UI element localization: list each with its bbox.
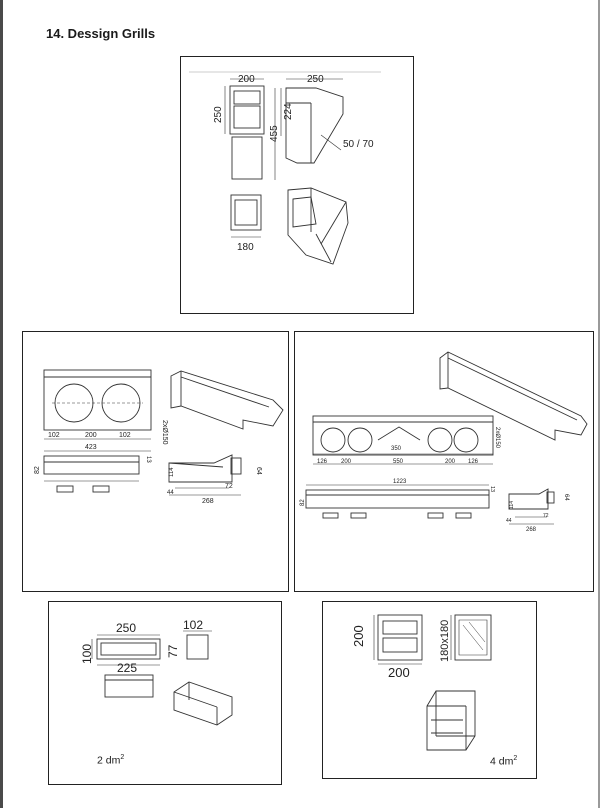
panel-top-drawings: 200 250 250 224 455 50 / 70 180 — [180, 56, 414, 314]
dim-label: 72 — [543, 513, 549, 519]
dim-label: 44 — [506, 518, 512, 524]
section-title: 14. Dessign Grills — [46, 26, 156, 41]
dim-label: 102 — [48, 432, 60, 439]
dim-label: 250 — [116, 621, 136, 635]
dim-label: 13 — [489, 486, 495, 492]
dim-label: 455 — [269, 125, 280, 142]
dim-label: 100 — [80, 644, 94, 664]
dim-label: 64 — [563, 494, 569, 501]
bottom-right-drawing-svg — [373, 614, 492, 751]
dim-label: 550 — [393, 459, 404, 465]
dim-label: 200 — [445, 459, 456, 465]
dim-label: 13 — [145, 456, 151, 463]
dim-label: 50 / 70 — [343, 139, 374, 150]
dim-label: 250 — [213, 106, 224, 123]
dim-label: 2xØ150 — [494, 427, 500, 449]
dim-label: 1223 — [393, 479, 407, 485]
dim-label: 200 — [388, 665, 410, 680]
dim-label: 102 — [119, 432, 131, 439]
area-caption: 4 dm2 — [490, 755, 517, 768]
dim-label: 200 — [85, 432, 97, 439]
dim-label: 423 — [85, 444, 97, 451]
mid-left-drawing-svg — [43, 369, 284, 496]
dim-label: 180x180 — [439, 620, 451, 662]
dim-label: 126 — [317, 459, 328, 465]
dim-label: 114 — [509, 501, 515, 509]
page-right-edge — [598, 0, 600, 808]
dim-label: 126 — [468, 459, 479, 465]
dim-label: 200 — [238, 74, 255, 85]
dim-label: 350 — [391, 446, 402, 452]
area-exponent: 2 — [120, 754, 125, 761]
panel-bottom-left-drawings: 250 100 225 102 77 2 dm2 — [48, 601, 282, 785]
bottom-left-drawing-svg — [91, 630, 233, 726]
dim-label: 102 — [183, 618, 203, 632]
bottom-left-dimension-labels: 250 100 225 102 77 — [80, 618, 203, 675]
dim-label: 225 — [117, 661, 137, 675]
dim-label: 72 — [225, 483, 233, 490]
dim-label: 77 — [166, 644, 180, 658]
dim-label: 2xØ150 — [161, 420, 168, 445]
top-drawing-svg — [189, 71, 381, 265]
dim-label: 82 — [300, 499, 306, 506]
dim-label: 44 — [167, 490, 174, 496]
bottom-right-dimension-labels: 200 200 180x180 — [351, 620, 451, 680]
mid-right-drawing-svg — [305, 351, 588, 525]
dim-label: 250 — [307, 74, 324, 85]
panel-bottom-right-drawings: 200 200 180x180 4 dm2 — [322, 601, 537, 779]
dim-label: 200 — [351, 625, 366, 647]
dim-label: 268 — [202, 498, 214, 505]
mid-left-dimension-labels: 2xØ150 102 200 102 423 13 82 114 44 64 7… — [34, 420, 262, 505]
panel-mid-right-drawings: 2xØ150 350 126 200 550 200 126 1223 13 8… — [294, 331, 594, 592]
dim-label: 180 — [237, 242, 254, 253]
top-dimension-labels: 200 250 250 224 455 50 / 70 180 — [213, 74, 374, 253]
dim-label: 64 — [255, 467, 262, 475]
panel-mid-left-drawings: 2xØ150 102 200 102 423 13 82 114 44 64 7… — [22, 331, 289, 592]
dim-label: 114 — [169, 467, 175, 477]
page-left-edge — [0, 0, 3, 808]
dim-label: 82 — [34, 466, 41, 474]
dim-label: 200 — [341, 459, 352, 465]
area-value: 2 dm — [97, 754, 121, 767]
mid-right-dimension-labels: 2xØ150 350 126 200 550 200 126 1223 13 8… — [300, 427, 569, 533]
dim-label: 224 — [283, 103, 294, 120]
area-value: 4 dm — [490, 755, 514, 768]
area-exponent: 2 — [513, 755, 518, 762]
area-caption: 2 dm2 — [97, 754, 124, 767]
dim-label: 268 — [526, 527, 537, 533]
